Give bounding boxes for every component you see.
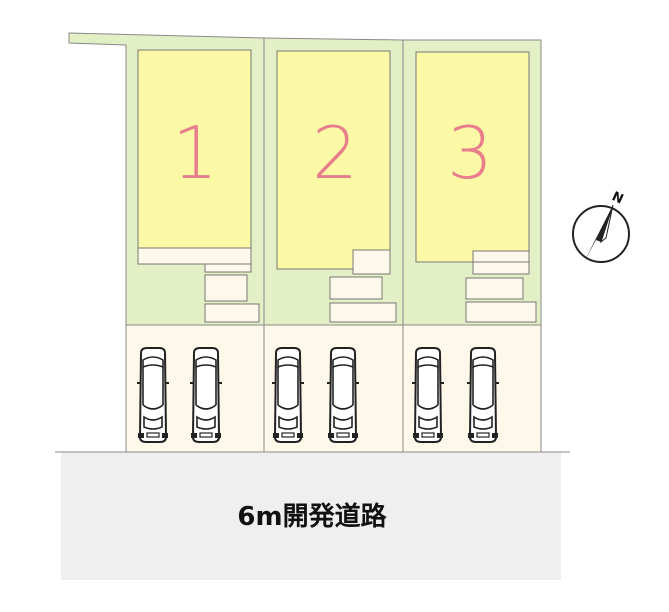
road-label: 6m開発道路 — [237, 501, 387, 532]
road — [61, 452, 561, 580]
compass-north-label: N — [609, 189, 625, 207]
building-lot-3 — [415, 51, 530, 263]
step-lot-1-a — [204, 263, 252, 273]
step-lot-3-b — [465, 301, 537, 323]
porch-lot-1 — [137, 247, 252, 265]
compass: N — [572, 189, 630, 263]
car-top-view-icon — [189, 347, 223, 443]
step-lot-3-a — [465, 277, 524, 300]
step-lot-2-b — [329, 302, 397, 323]
north-arrow-icon — [584, 204, 614, 262]
car-top-view-icon — [411, 347, 445, 443]
step-lot-2-a — [329, 276, 383, 300]
porch-lot-2 — [352, 249, 391, 275]
building-lot-1 — [137, 49, 252, 249]
car-top-view-icon — [326, 347, 360, 443]
building-lot-2 — [276, 50, 391, 270]
car-top-view-icon — [136, 347, 170, 443]
lot-number-3: 3 — [447, 111, 493, 195]
step-lot-1-c — [204, 303, 260, 323]
lot-number-1: 1 — [172, 111, 218, 195]
car-top-view-icon — [466, 347, 500, 443]
lot-number-2: 2 — [312, 111, 358, 195]
step-lot-1-b — [204, 274, 248, 302]
car-top-view-icon — [271, 347, 305, 443]
